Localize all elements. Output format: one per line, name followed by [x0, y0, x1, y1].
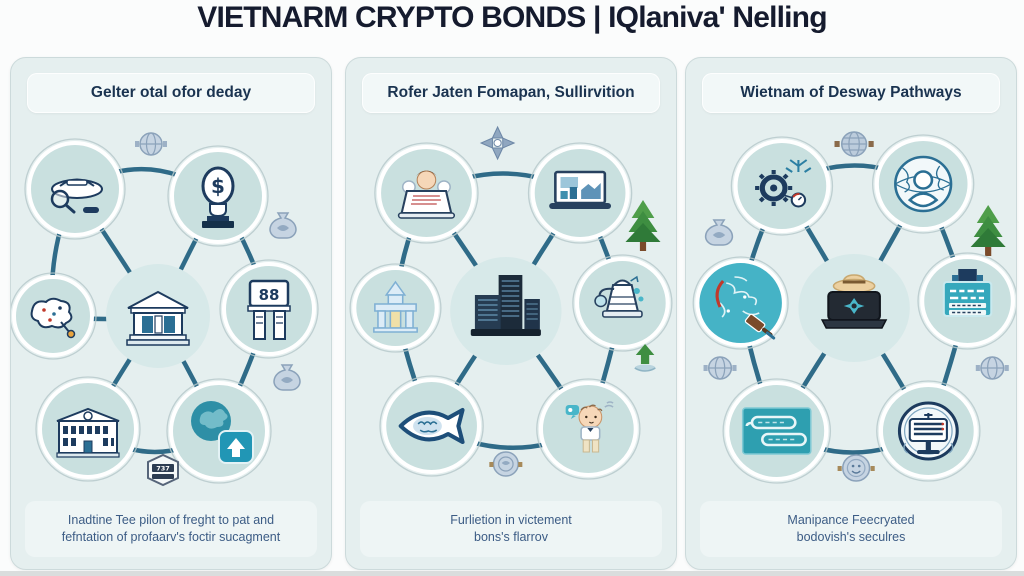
facade-building-icon	[56, 407, 120, 458]
map-gavel-icon	[715, 276, 776, 340]
panel-middle-network	[349, 125, 673, 480]
globe-person-icon	[894, 155, 953, 213]
pale-building-icon	[373, 280, 418, 333]
panel-middle-caption: Furlietion in victement bons's flarrov	[360, 501, 662, 557]
caption-line: bons's flarrov	[474, 530, 548, 544]
page-title: VIETNARM CRYPTO BONDS | IQlaniva' Nellin…	[197, 1, 827, 34]
map-pins-icon	[30, 297, 76, 339]
panel-left-header: Gelter otal ofor deday	[27, 73, 315, 113]
skyscrapers-icon	[470, 275, 541, 336]
panel-middle: Rofer Jaten Fomapan, Sullirvition	[345, 57, 677, 570]
caption-line: fefntation of profaarv's foctir sucagmen…	[61, 530, 281, 544]
caption-line: bodovish's seculres	[796, 530, 906, 544]
pine-tree-icon	[625, 200, 661, 251]
pine-tree-icon	[970, 205, 1006, 256]
panel-middle-header: Rofer Jaten Fomapan, Sullirvition	[362, 73, 660, 113]
winged-globe-icon	[834, 131, 874, 157]
money-bag-icon	[704, 219, 734, 246]
emblem-machine-icon	[897, 401, 959, 461]
money-bag-icon	[273, 364, 301, 391]
panel-right-caption: Manipance Feecryated bodovish's seculres	[700, 501, 1002, 557]
dollar-trophy-icon: $	[201, 166, 235, 228]
caption-line: Manipance Feecryated	[787, 512, 915, 527]
person-laptop-icon	[397, 170, 456, 219]
panel-left: Gelter otal ofor deday	[10, 57, 332, 570]
caption-line: Inadtine Tee pilon of freght to pat and	[67, 512, 275, 527]
platter-magnifier-icon	[50, 178, 103, 214]
sign-machine-icon	[942, 269, 993, 317]
bottom-edge-strip	[0, 571, 1024, 576]
caption-line: Furlietion in victement	[450, 512, 572, 527]
panel-left-caption: Inadtine Tee pilon of freght to pat and …	[25, 501, 317, 557]
svg-text:737: 737	[156, 465, 170, 473]
compass-icon	[479, 125, 516, 161]
panel-left-network: $ 88	[11, 132, 319, 487]
fish-icon	[398, 408, 465, 444]
money-bag-icon	[269, 212, 297, 239]
growth-arrow-icon	[634, 344, 656, 372]
distiller-machine-icon	[594, 275, 644, 318]
round-badge-icon	[489, 451, 523, 477]
svg-text:88: 88	[259, 286, 280, 304]
sign-88-icon: 88	[247, 279, 291, 340]
panel-right-header: Wietnam of Desway Pathways	[702, 73, 1000, 113]
card-capsules-icon	[741, 407, 812, 455]
panel-right-network	[692, 131, 1016, 484]
badge-737-icon: 737	[147, 453, 179, 487]
gear-spark-icon	[755, 159, 812, 208]
coin-link-icon	[134, 132, 168, 156]
coin-icon	[975, 356, 1010, 380]
laptop-chart-icon	[549, 170, 612, 209]
svg-text:$: $	[211, 174, 225, 198]
globe-upload-icon	[191, 401, 254, 464]
coin-icon	[702, 356, 738, 380]
bank-icon	[126, 290, 190, 346]
child-speech-icon	[565, 401, 614, 453]
panel-right: Wietnam of Desway Pathways	[685, 57, 1017, 570]
coin-face-icon	[837, 454, 875, 482]
hat-person-laptop-icon	[820, 274, 888, 329]
